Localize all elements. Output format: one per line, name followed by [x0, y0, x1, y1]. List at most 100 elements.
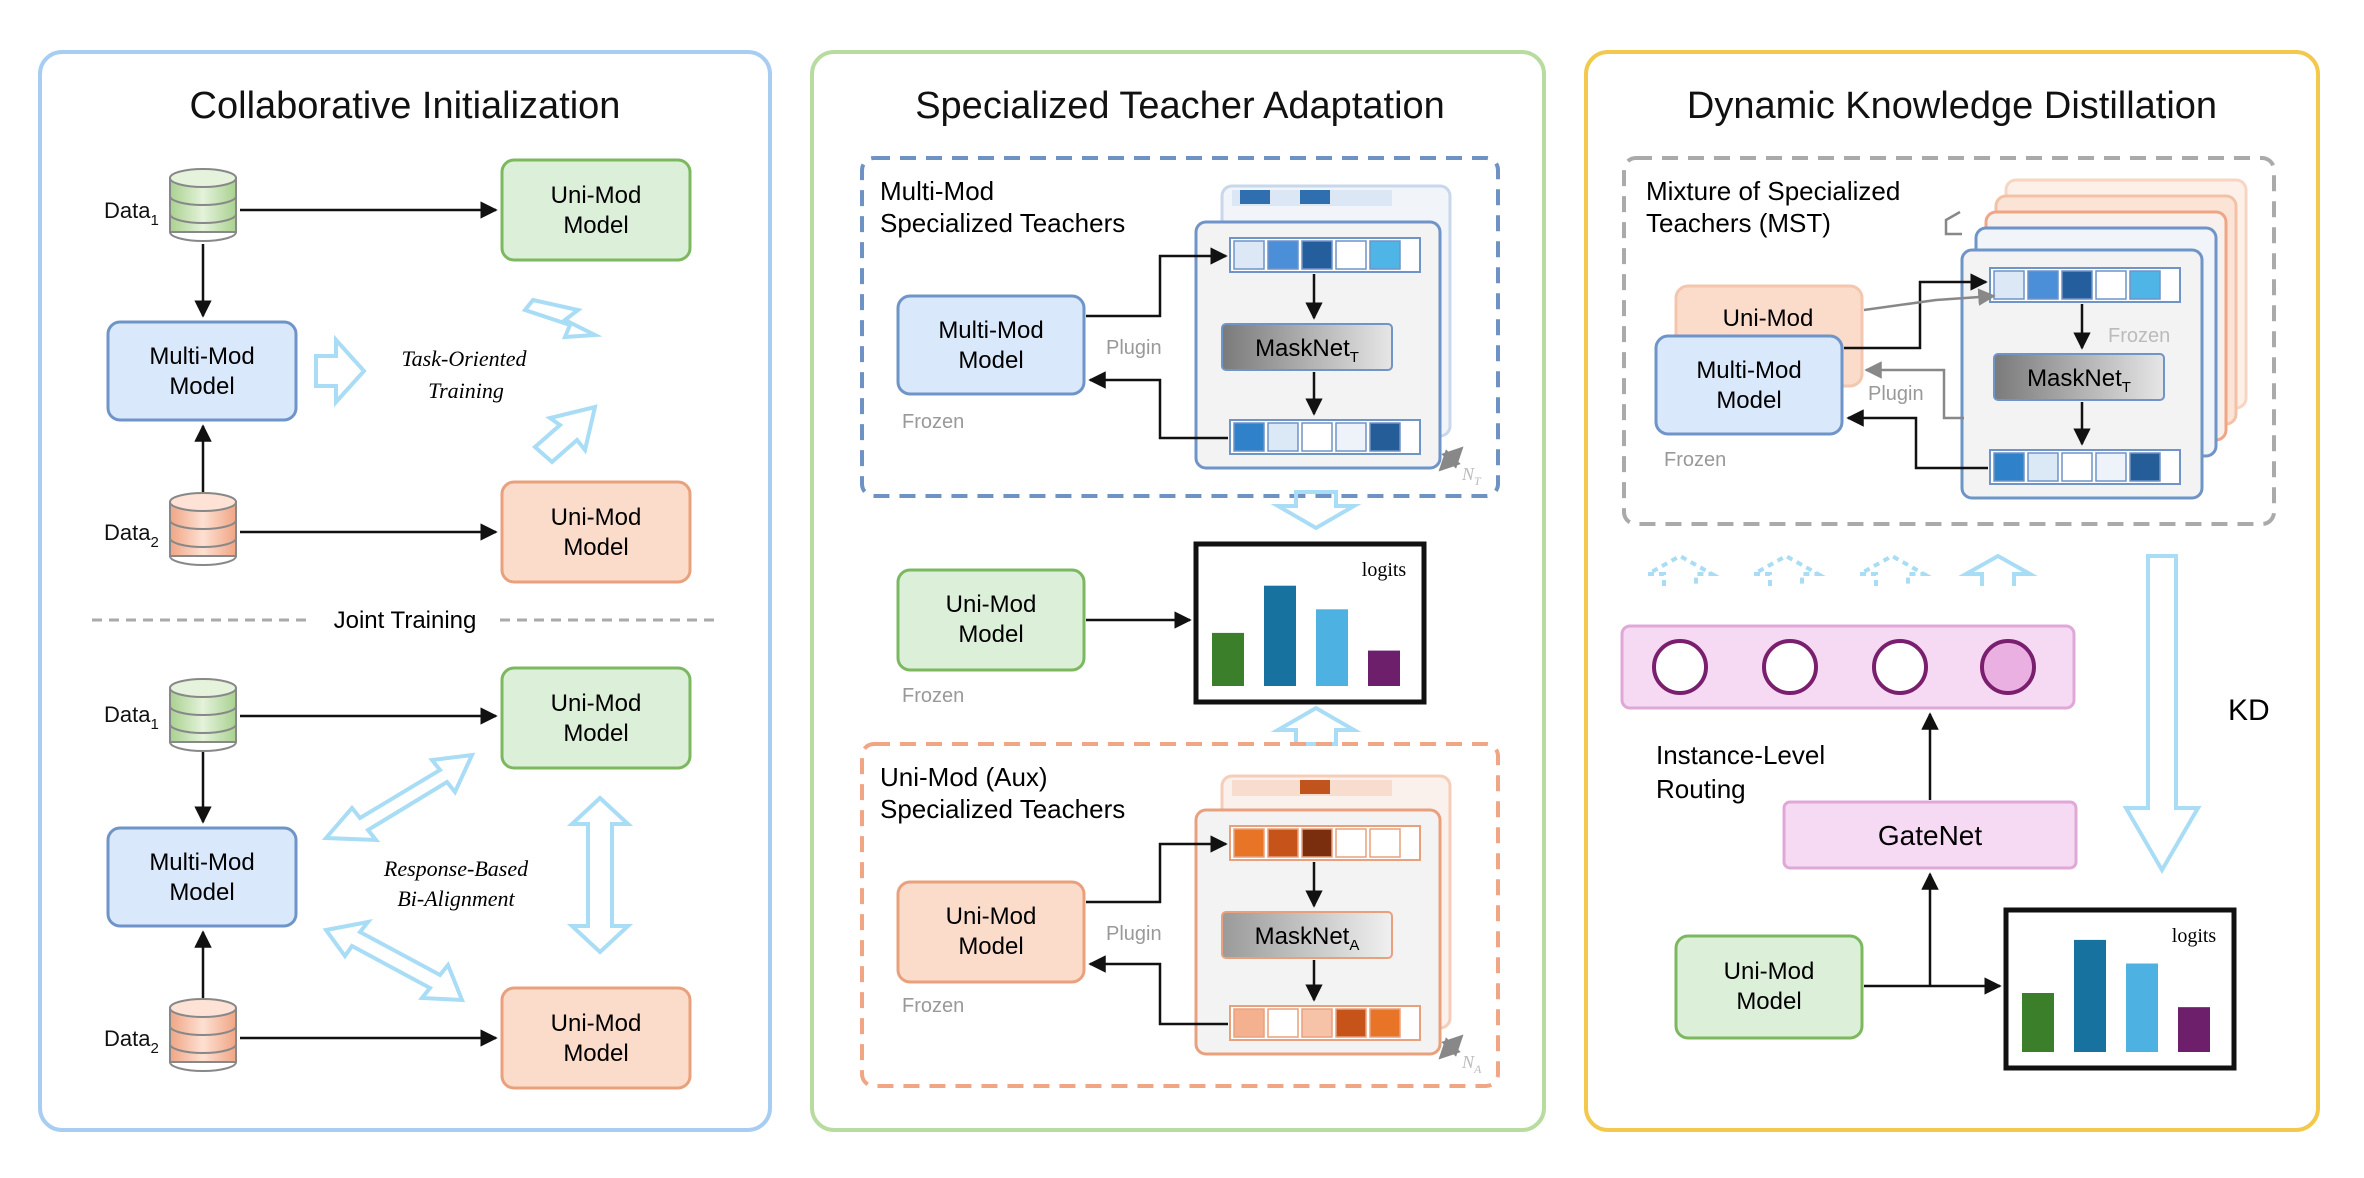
task-oriented-line2: Training: [428, 378, 504, 403]
routing-line2: Routing: [1656, 774, 1746, 804]
mst-output-mask-row: [1989, 449, 2181, 485]
p3-frozen-right: Frozen: [2108, 325, 2170, 347]
data2-top-label: Data2: [104, 520, 159, 551]
logits-title-p2: logits: [1362, 559, 1407, 581]
masknet-a-label: MaskNetA: [1255, 923, 1360, 954]
gray-connector-top: [1944, 210, 1962, 236]
p2-plugin-aux: Plugin: [1106, 923, 1162, 945]
multi-mod-top-line1: Multi-Mod: [149, 343, 254, 370]
data2-bottom-cylinder: [169, 998, 237, 1072]
mst-input-mask-row: [1989, 267, 2181, 303]
logit-bar-3: [2126, 963, 2158, 1052]
p2-uni-mod-green-box: [896, 568, 1086, 672]
masknet-a-block: [1221, 911, 1393, 959]
uni-mod-orange-top-line2: Model: [563, 534, 628, 561]
mm-input-mask-row: [1229, 237, 1421, 273]
p3-uni-mod-line1: Uni-Mod: [1724, 958, 1815, 985]
data2-top-cylinder: [169, 492, 237, 566]
mst-line1: Mixture of Specialized: [1646, 176, 1900, 206]
gatenet-box: [1782, 800, 2078, 870]
p2-frozen-mm: Frozen: [902, 411, 964, 433]
p3-uni-mod-green-box: [1674, 934, 1864, 1040]
hollow-arrow-bottomright: [531, 404, 598, 465]
uni-mod-aux-teachers-group: [860, 742, 1500, 1088]
logits-chart-p3: logits: [2003, 907, 2237, 1071]
hollow-arrow-down-p2: [1270, 490, 1362, 531]
p3-frozen-left: Frozen: [1664, 449, 1726, 471]
multi-mod-box-bottom: [106, 826, 298, 928]
uni-mod-green-bottom-line2: Model: [563, 720, 628, 747]
p2-frozen-aux: Frozen: [902, 995, 964, 1017]
p3-uni-mod-line2: Model: [1736, 988, 1801, 1015]
aux-group-line1: Uni-Mod (Aux): [880, 762, 1048, 792]
p3-multi-mod-line1: Multi-Mod: [1696, 357, 1801, 384]
uni-mod-orange-box-bottom: [500, 986, 692, 1090]
arrow-mm-to-card: [1086, 247, 1228, 318]
mst-group: [1622, 156, 2276, 526]
panel1-title: Collaborative Initialization: [190, 85, 621, 127]
arrow-uni-to-mst-gray: [1863, 288, 1996, 312]
kd-label: KD: [2228, 694, 2270, 727]
logits-title-p3: logits: [2172, 925, 2217, 947]
logit-bar-1: [2022, 993, 2054, 1052]
uni-mod-orange-bottom-line2: Model: [563, 1040, 628, 1067]
response-based-line1: Response-Based: [383, 856, 529, 881]
uni-mod-orange-box-top: [500, 480, 692, 584]
p2-uni-mod-green-line2: Model: [958, 621, 1023, 648]
uni-mod-green-box-top: [500, 158, 692, 262]
logit-bar-4: [2178, 1007, 2210, 1052]
multi-mod-top-line2: Model: [169, 373, 234, 400]
p2-uni-mod-orange-box: [896, 880, 1086, 984]
mst-line2: Teachers (MST): [1646, 208, 1831, 238]
p2-uni-mod-green-line1: Uni-Mod: [946, 591, 1037, 618]
mm-output-mask-row: [1229, 419, 1421, 455]
na-stack-arrow: [1438, 1034, 1464, 1060]
hollow-arrow-topright: [521, 297, 603, 340]
arrow-mst-to-uni-gray: [1864, 361, 1964, 420]
uni-mod-green-bottom-line1: Uni-Mod: [551, 690, 642, 717]
hollow-arrow-right-1: [314, 334, 367, 408]
p3-uni-mod-back-label: Uni-Mod: [1723, 305, 1814, 332]
logit-bar-1: [1212, 632, 1244, 686]
joint-training-label: Joint Training: [334, 607, 477, 634]
aux-output-mask-row: [1229, 1005, 1421, 1041]
hollow-double-arrow-upper: [321, 752, 476, 843]
multi-mod-bottom-line2: Model: [169, 879, 234, 906]
aux-group-line2: Specialized Teachers: [880, 794, 1125, 824]
logit-bar-4: [1368, 650, 1400, 686]
routing-bar: [1620, 624, 2076, 710]
arrow-card-to-mm: [1088, 371, 1228, 440]
p2-uni-mod-orange-line1: Uni-Mod: [946, 903, 1037, 930]
hollow-double-arrow-vertical: [566, 795, 634, 955]
routing-node-1: [1652, 639, 1708, 695]
hollow-arrow-up-p2: [1270, 705, 1362, 746]
masknet-t-label: MaskNetT: [1255, 335, 1359, 366]
p2-multi-mod-line2: Model: [958, 347, 1023, 374]
logit-bar-2: [2074, 939, 2106, 1052]
data1-bottom-label: Data1: [104, 702, 159, 733]
p3-multi-mod-line2: Model: [1716, 387, 1781, 414]
uni-mod-green-box-bottom: [500, 666, 692, 770]
routing-node-4: [1980, 639, 2036, 695]
p2-uni-mod-orange-line2: Model: [958, 933, 1023, 960]
data1-top-cylinder: [169, 168, 237, 242]
routing-arrows: [1640, 553, 2038, 586]
data1-bottom-cylinder: [169, 678, 237, 752]
arrow-aux-to-card: [1086, 835, 1228, 904]
uni-mod-green-top-line1: Uni-Mod: [551, 182, 642, 209]
aux-input-mask-row: [1229, 825, 1421, 861]
panel3-title: Dynamic Knowledge Distillation: [1687, 85, 2217, 127]
p2-frozen-uni: Frozen: [902, 685, 964, 707]
mm-group-line2: Specialized Teachers: [880, 208, 1125, 238]
arrow-mm-to-mst: [1844, 273, 1988, 350]
p3-plugin: Plugin: [1868, 383, 1924, 405]
panel2-title: Specialized Teacher Adaptation: [915, 85, 1445, 127]
uni-mod-green-top-line2: Model: [563, 212, 628, 239]
masknet-t-block: [1221, 323, 1393, 371]
hollow-double-arrow-lower: [322, 919, 466, 1003]
multi-mod-box-top: [106, 320, 298, 422]
p2-multi-mod-line1: Multi-Mod: [938, 317, 1043, 344]
data2-bottom-label: Data2: [104, 1026, 159, 1057]
logits-chart-p2: logits: [1193, 541, 1427, 705]
nt-label: NT: [1461, 464, 1482, 488]
